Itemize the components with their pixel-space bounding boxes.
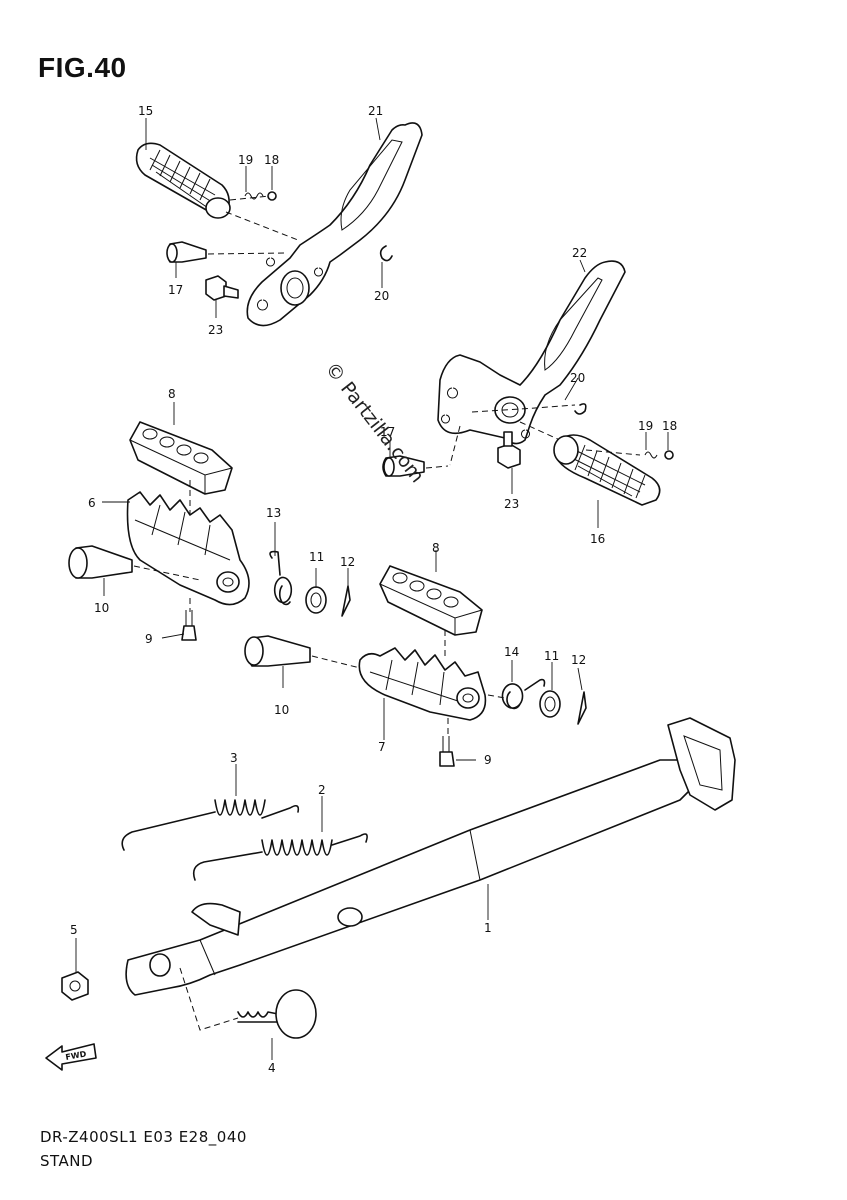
- bracket-22: [437, 260, 626, 445]
- callout-16: 16: [590, 532, 605, 546]
- figure-title: FIG.40: [38, 52, 127, 83]
- cotter-pin-12a: [341, 585, 351, 617]
- callout-23b: 23: [504, 497, 519, 511]
- spring-19b: [644, 451, 658, 459]
- callout-8a: 8: [168, 387, 176, 401]
- bolt-4: [237, 989, 317, 1039]
- callout-11b: 11: [544, 649, 559, 663]
- nut-5: [61, 971, 89, 1001]
- bolt-9b: [439, 736, 455, 767]
- callout-15: 15: [138, 104, 153, 118]
- ball-18b: [664, 450, 674, 460]
- pin-17b: [382, 455, 425, 477]
- bracket-21: [246, 122, 423, 327]
- side-stand-1: [125, 717, 736, 996]
- footpeg-15: [135, 142, 231, 219]
- bolt-23a: [205, 275, 239, 301]
- washer-11b: [539, 690, 561, 718]
- callout-5: 5: [70, 923, 78, 937]
- callout-23a: 23: [208, 323, 223, 337]
- callout-10a: 10: [94, 601, 109, 615]
- callout-11a: 11: [309, 550, 324, 564]
- pin-17a: [166, 241, 207, 263]
- callout-17b: 17: [380, 425, 395, 439]
- pin-10a: [68, 545, 133, 579]
- callout-12b: 12: [571, 653, 586, 667]
- bolt-9a: [181, 610, 197, 641]
- clip-20b: [574, 403, 587, 415]
- callout-7: 7: [378, 740, 386, 754]
- callout-20b: 20: [570, 371, 585, 385]
- ball-18a: [267, 191, 277, 201]
- spring-13: [269, 550, 293, 606]
- callout-14: 14: [504, 645, 519, 659]
- spring-3: [121, 799, 300, 851]
- callout-22: 22: [572, 246, 587, 260]
- callout-12a: 12: [340, 555, 355, 569]
- callout-8b: 8: [432, 541, 440, 555]
- callout-9b: 9: [484, 753, 492, 767]
- clip-20a: [379, 245, 393, 262]
- rubber-8a: [129, 421, 233, 495]
- callout-20a: 20: [374, 289, 389, 303]
- spring-19a: [244, 192, 264, 200]
- bolt-23b: [497, 431, 521, 469]
- footrest-7: [358, 647, 487, 721]
- model-code: DR-Z400SL1 E03 E28_040: [40, 1128, 247, 1146]
- spring-14: [487, 678, 546, 710]
- callout-9a: 9: [145, 632, 153, 646]
- forward-arrow-icon: FWD: [45, 1043, 97, 1071]
- callout-1: 1: [484, 921, 492, 935]
- footrest-6: [126, 491, 250, 606]
- washer-11a: [305, 586, 327, 614]
- callout-18b: 18: [662, 419, 677, 433]
- rubber-8b: [379, 565, 483, 636]
- callout-4: 4: [268, 1061, 276, 1075]
- callout-21: 21: [368, 104, 383, 118]
- callout-6: 6: [88, 496, 96, 510]
- callout-13: 13: [266, 506, 281, 520]
- spring-2: [192, 833, 368, 881]
- footpeg-16: [553, 434, 661, 506]
- callout-19a: 19: [238, 153, 253, 167]
- pin-10b: [244, 635, 311, 667]
- callout-3: 3: [230, 751, 238, 765]
- section-name: STAND: [40, 1152, 94, 1170]
- callout-19b: 19: [638, 419, 653, 433]
- callout-17a: 17: [168, 283, 183, 297]
- callout-18a: 18: [264, 153, 279, 167]
- callout-10b: 10: [274, 703, 289, 717]
- cotter-pin-12b: [577, 691, 587, 725]
- svg-text:FWD: FWD: [65, 1049, 88, 1062]
- callout-2: 2: [318, 783, 326, 797]
